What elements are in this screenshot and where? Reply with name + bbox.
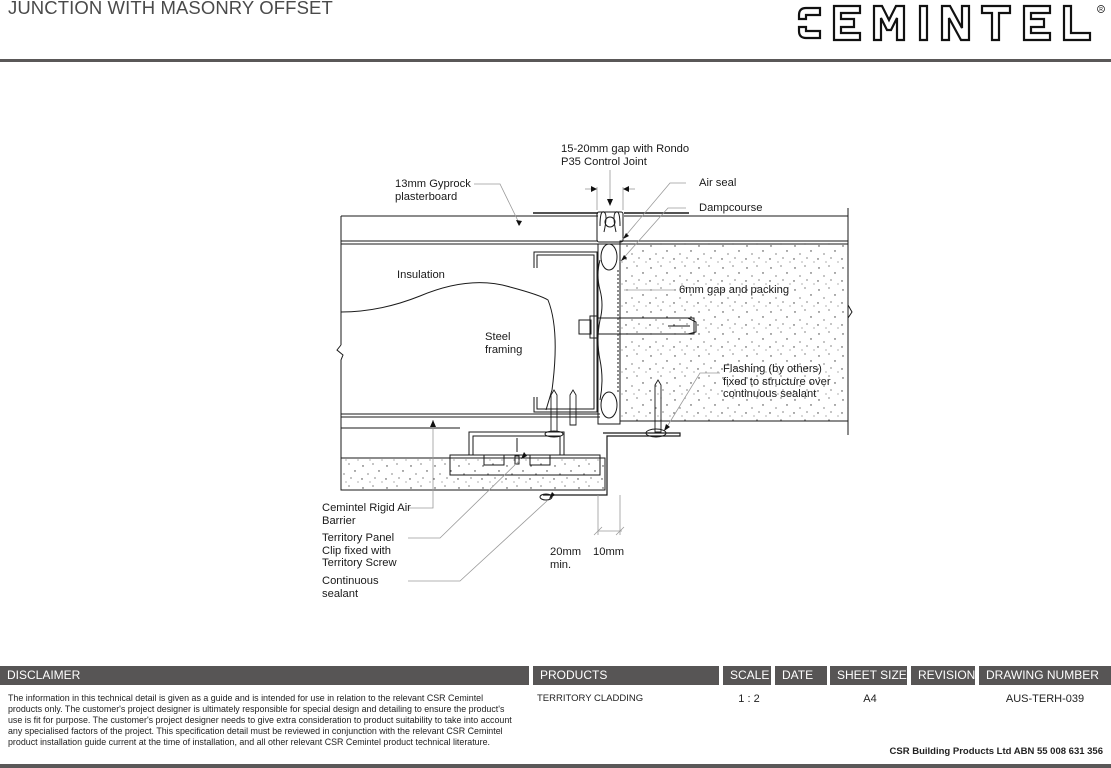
label-flashing: Flashing (by others) fixed to structure … (723, 363, 831, 400)
section-detail-drawing (336, 170, 853, 582)
label-continuous-sealant: Continuous sealant (322, 575, 379, 600)
label-dim-20mm: 20mm min. (550, 546, 582, 571)
header-scale: SCALE (723, 666, 771, 685)
footer-divider (0, 764, 1111, 768)
header-revision: REVISION (911, 666, 975, 685)
label-dim-10mm: 10mm (593, 546, 625, 558)
header-date: DATE (775, 666, 827, 685)
header-disclaimer: DISCLAIMER (0, 666, 529, 685)
title-block: DISCLAIMER PRODUCTS SCALE DATE SHEET SIZ… (0, 666, 1111, 768)
drawing-title: JUNCTION WITH MASONRY OFFSET (8, 0, 333, 18)
drawing-number-value: AUS-TERH-039 (1005, 693, 1085, 705)
header-sheet-size: SHEET SIZE (830, 666, 907, 685)
company-abn: CSR Building Products Ltd ABN 55 008 631… (889, 746, 1103, 757)
label-dampcourse: Dampcourse (699, 202, 763, 214)
svg-text:R: R (1099, 7, 1103, 13)
label-control-joint: 15-20mm gap with Rondo P35 Control Joint (561, 143, 690, 168)
header-divider (0, 59, 1111, 62)
label-panel-clip: Territory Panel Clip fixed with Territor… (322, 532, 397, 569)
cemintel-logo: R (797, 4, 1105, 42)
label-plasterboard: 13mm Gyprock plasterboard (395, 178, 471, 203)
header-drawing-number: DRAWING NUMBER (979, 666, 1111, 685)
label-gap-packing: 6mm gap and packing (679, 284, 790, 296)
scale-value: 1 : 2 (738, 693, 760, 705)
technical-drawing: 15-20mm gap with Rondo P35 Control Joint… (0, 62, 1111, 662)
label-steel-framing: Steel framing (485, 331, 523, 356)
label-insulation: Insulation (397, 269, 445, 281)
sheet-size-value: A4 (863, 693, 877, 705)
disclaimer-text: The information in this technical detail… (8, 693, 512, 747)
label-air-seal: Air seal (699, 177, 737, 189)
products-value: TERRITORY CLADDING (537, 693, 644, 704)
label-rigid-air-barrier: Cemintel Rigid Air Barrier (322, 502, 411, 527)
header-products: PRODUCTS (533, 666, 719, 685)
